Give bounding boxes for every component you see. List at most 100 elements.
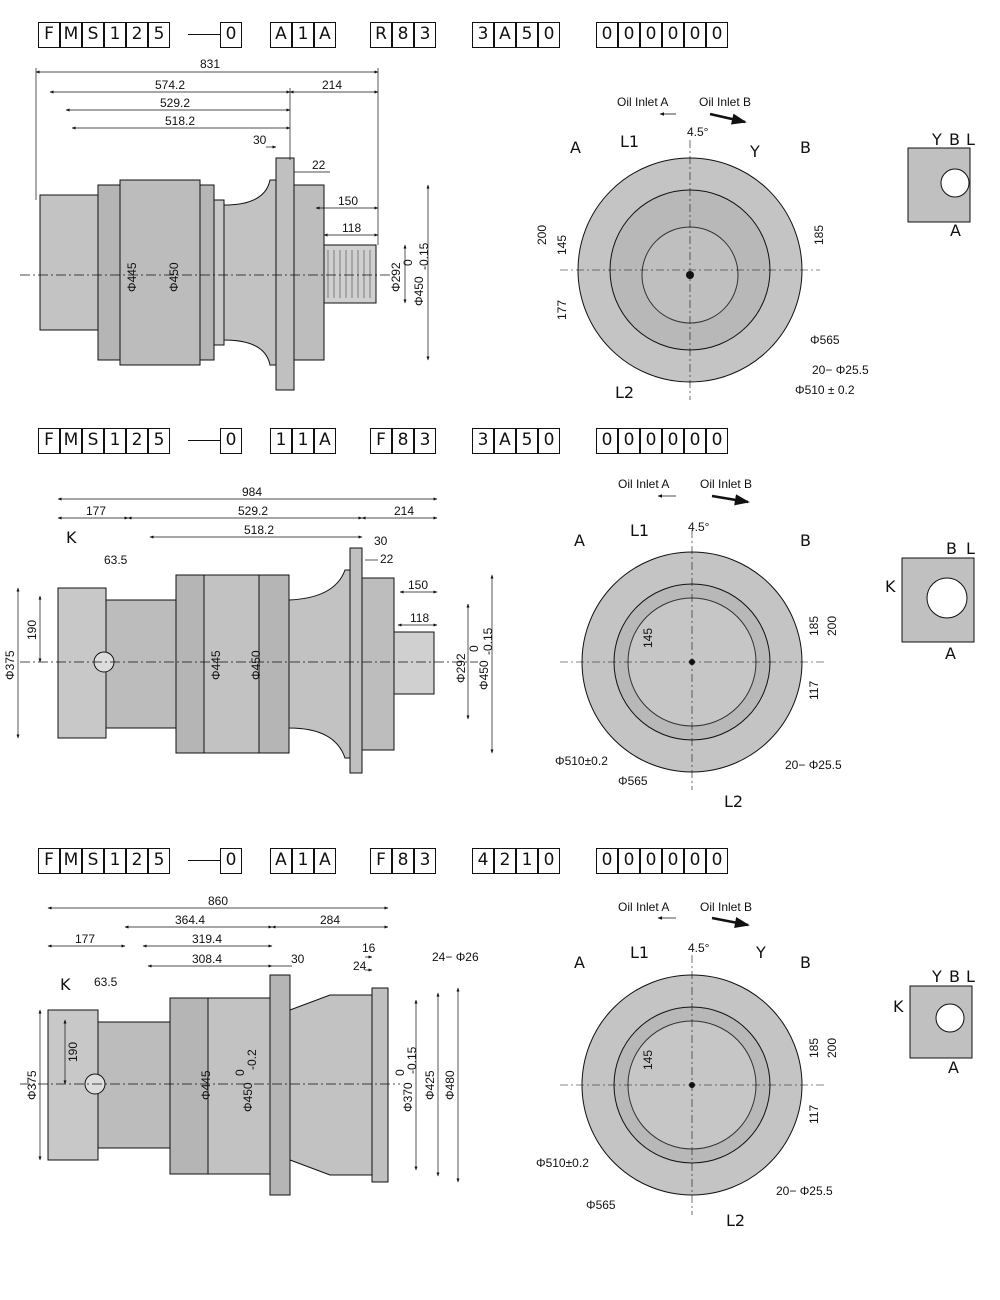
code-char: 0 [706,22,728,48]
svg-text:190: 190 [25,620,39,640]
svg-text:20− Φ25.5: 20− Φ25.5 [776,1184,833,1198]
dia-565: Φ565 [810,333,840,347]
dim-200: 200 [535,225,549,245]
svg-text:Φ510±0.2: Φ510±0.2 [536,1156,589,1170]
label-l2: L2 [615,383,634,402]
svg-text:Y: Y [755,943,766,962]
code-char: 3 [414,848,436,874]
port-detail-1: Y B L A [907,130,975,240]
label-a: A [570,138,581,157]
svg-text:16: 16 [362,941,376,955]
side-view-3 [20,974,400,1196]
svg-text:145: 145 [641,1050,655,1070]
svg-text:Φ450: Φ450 [477,660,491,690]
svg-text:177: 177 [86,504,106,518]
side-view-2-labels: 984 177 529.2 214 518.2 30 22 150 118 63… [3,485,495,690]
front-view-2-labels: Oil Inlet A Oil Inlet B 4.5° A L1 B L2 1… [555,477,842,811]
code-char: A [494,428,516,454]
holes-20: 20− Φ25.5 [812,363,869,377]
code-char: 0 [596,22,618,48]
front-view-3-labels: Oil Inlet A Oil Inlet B 4.5° A L1 Y B L2… [536,900,839,1230]
svg-text:B: B [949,967,960,986]
tol-bot: -0.15 [417,242,431,270]
dia-445: Φ445 [125,262,139,292]
svg-text:984: 984 [242,485,262,499]
dia-292: Φ292 [389,262,403,292]
code-char: A [270,22,292,48]
code-char: M [60,848,82,874]
code-char: 1 [292,428,314,454]
code-char: 0 [684,848,706,874]
code-char: 0 [640,22,662,48]
side-view-3-labels: 860 364.4 284 177 319.4 308.4 30 16 24 6… [25,894,479,1112]
svg-text:30: 30 [291,952,305,966]
code-char: 0 [662,22,684,48]
code-char: 8 [392,848,414,874]
code-char: 2 [126,22,148,48]
svg-text:Φ565: Φ565 [618,774,648,788]
svg-text:L2: L2 [726,1211,745,1230]
dim-529-2: 529.2 [160,96,190,110]
code-char: 2 [494,848,516,874]
side-view-2-dimensions [16,497,494,754]
svg-text:30: 30 [374,534,388,548]
svg-text:Oil Inlet B: Oil Inlet B [700,900,752,914]
label-y: Y [749,142,760,161]
svg-text:63.5: 63.5 [94,975,118,989]
svg-text:118: 118 [410,611,429,625]
svg-text:Φ375: Φ375 [25,1070,39,1100]
side-view-1-dimensions [35,68,430,361]
svg-text:24− Φ26: 24− Φ26 [432,950,479,964]
svg-text:185: 185 [807,1038,821,1058]
code-char: A [314,22,336,48]
code-char: 0 [220,22,242,48]
front-view-2 [560,530,824,790]
svg-text:A: A [948,1058,959,1077]
dim-30: 30 [253,133,267,147]
dim-177: 177 [555,300,569,320]
dia-450: Φ450 [167,262,181,292]
code-char: S [82,428,104,454]
code-char: 0 [684,428,706,454]
code-char: 1 [104,848,126,874]
tol-top: 0 [401,259,415,266]
code-char: 0 [706,848,728,874]
svg-text:364.4: 364.4 [175,913,205,927]
code-dash [188,440,220,441]
svg-text:Φ565: Φ565 [586,1198,616,1212]
svg-text:Φ370: Φ370 [401,1082,415,1112]
code-char: S [82,22,104,48]
dim-22: 22 [312,158,326,172]
code-char: 3 [472,428,494,454]
svg-text:Φ480: Φ480 [443,1070,457,1100]
svg-text:Φ450: Φ450 [241,1082,255,1112]
code-dash [188,34,220,35]
code-char: 1 [292,848,314,874]
svg-text:L: L [966,539,975,558]
svg-text:K: K [885,577,896,596]
code-char: A [270,848,292,874]
code-char: 0 [706,428,728,454]
svg-text:24: 24 [353,959,367,973]
code-char: 1 [292,22,314,48]
code-char: 2 [126,428,148,454]
code-char: 1 [270,428,292,454]
svg-text:Y: Y [931,967,942,986]
svg-text:B: B [800,531,811,550]
code-char: 0 [538,848,560,874]
oil-inlet-b: Oil Inlet B [699,95,751,109]
svg-text:-0.15: -0.15 [481,627,495,655]
code-char: 0 [538,22,560,48]
code-char: 0 [662,428,684,454]
svg-text:4.5°: 4.5° [688,520,710,534]
svg-text:518.2: 518.2 [244,523,274,537]
side-view-1-labels: 831 574.2 214 529.2 518.2 30 22 150 118 … [125,57,431,306]
code-char: 1 [104,428,126,454]
svg-text:K: K [66,528,77,547]
code-char: M [60,428,82,454]
port-detail-2: K B L A [885,539,975,663]
code-char: 5 [516,428,538,454]
front-view-1-labels: Oil Inlet A Oil Inlet B 4.5° A L1 Y B L2… [535,95,869,402]
code-char: 5 [148,22,170,48]
svg-text:Oil Inlet A: Oil Inlet A [618,900,669,914]
